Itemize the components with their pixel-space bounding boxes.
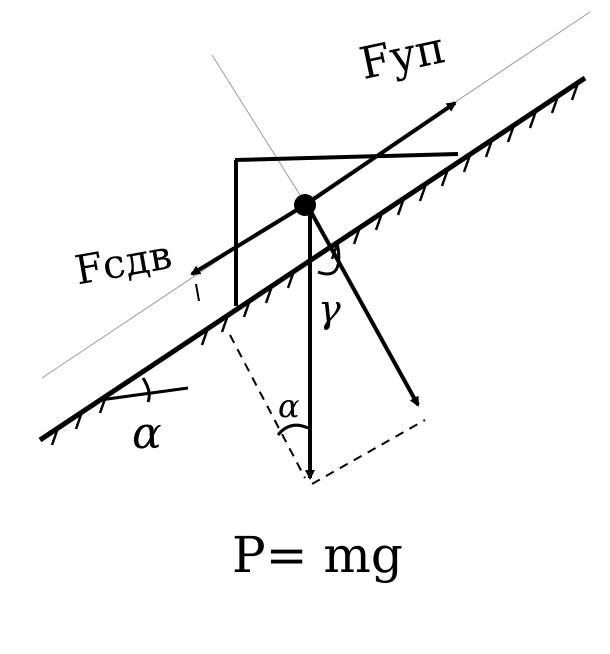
label-weight: P= mg	[232, 526, 403, 584]
incline-surface	[38, 75, 587, 443]
horizontal-construction-line	[234, 152, 459, 162]
body-point	[294, 194, 316, 216]
dashed-projection-line	[229, 334, 306, 479]
dashed-component-line	[311, 419, 426, 485]
label-gamma: γ	[318, 287, 341, 331]
force-upr-arrow	[303, 101, 457, 207]
angle-arc-alpha-mid	[276, 423, 309, 436]
parallel-guide-line	[41, 11, 591, 379]
normal-guide-line	[211, 54, 301, 196]
angle-arc-alpha-bottom	[141, 377, 151, 403]
angle-arc-gamma	[317, 241, 341, 276]
angle-ref-horizontal	[99, 386, 189, 402]
label-alpha-mid: α	[278, 387, 300, 425]
label-alpha-bottom: α	[132, 408, 162, 459]
normal-component-arrow	[308, 209, 420, 407]
tick-mark	[195, 283, 200, 302]
force-sdv-arrow	[190, 203, 307, 276]
